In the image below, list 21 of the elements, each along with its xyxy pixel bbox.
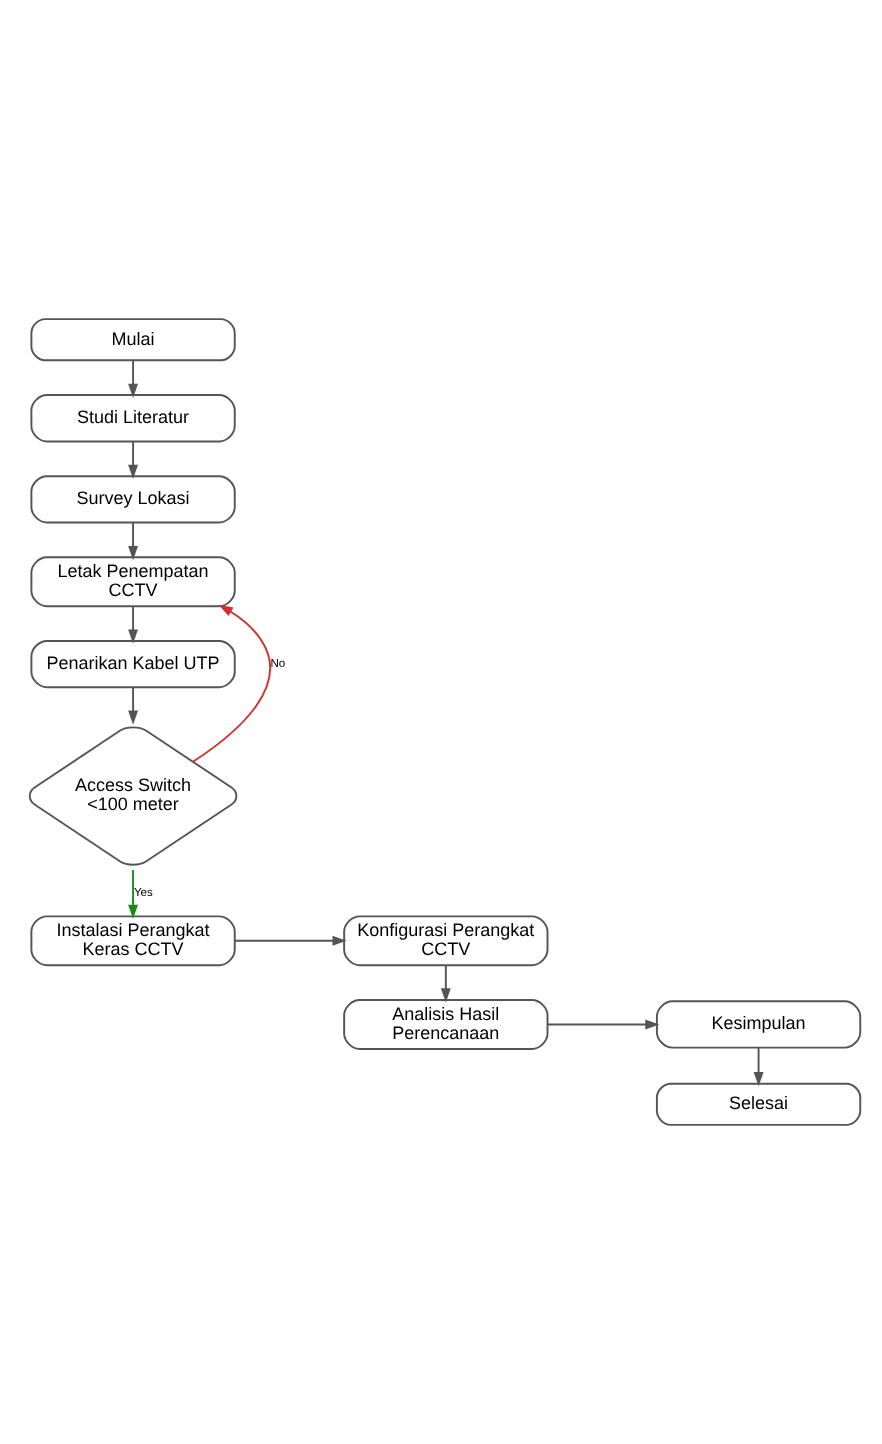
node-box: Instalasi Perangkat Keras CCTV [30, 915, 236, 967]
node-box: Mulai [30, 318, 236, 362]
node-box: Letak Penempatan CCTV [30, 556, 236, 608]
arrow [192, 604, 271, 763]
node-box: Survey Lokasi [30, 475, 236, 524]
arrow [128, 521, 139, 561]
arrow [440, 964, 451, 1003]
arrow [128, 605, 139, 644]
arrow [546, 1019, 660, 1030]
node-box: Penarikan Kabel UTP [30, 639, 236, 689]
arrow [128, 686, 139, 725]
node-box: Studi Literatur [30, 394, 236, 443]
node-box: Selesai [655, 1082, 862, 1126]
node-box: Kesimpulan [655, 1000, 862, 1049]
arrow [753, 1046, 764, 1087]
arrow [234, 935, 347, 946]
node-box: Konfigurasi Perangkat CCTV [343, 915, 549, 967]
node-box: Analisis Hasil Perencanaan [343, 999, 549, 1050]
arrow [128, 440, 139, 479]
arrow [128, 869, 139, 919]
arrow [128, 359, 139, 398]
